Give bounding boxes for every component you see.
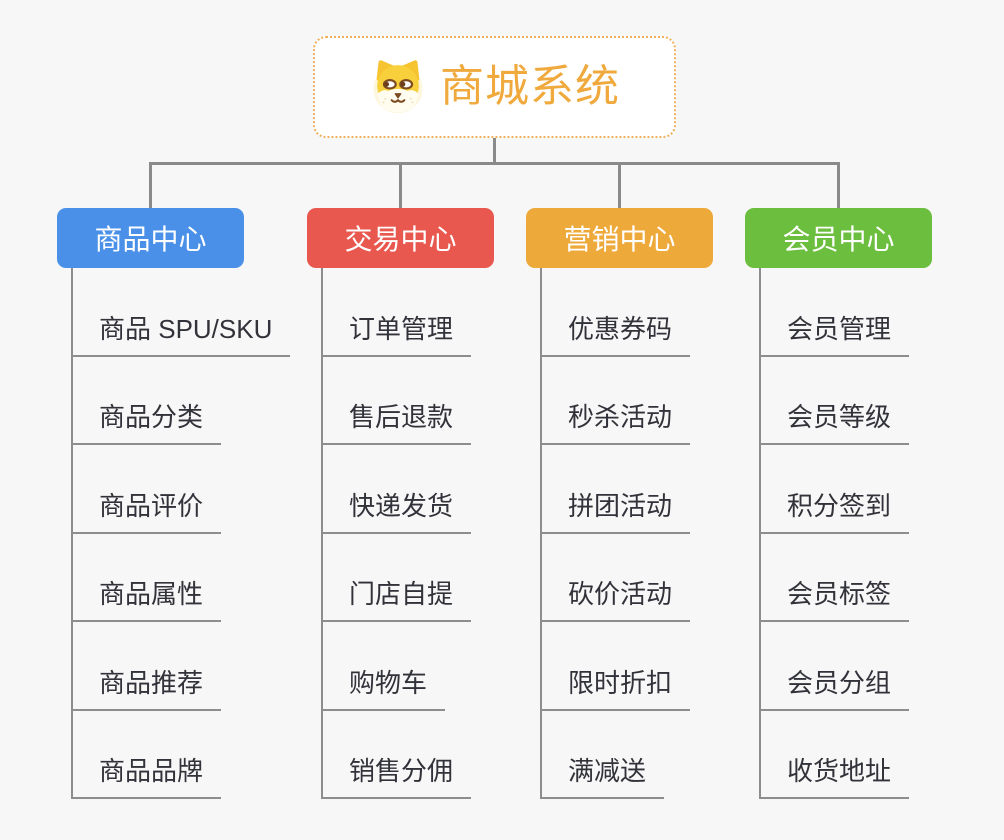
branch-children: 优惠券码 秒杀活动 拼团活动 砍价活动 限时折扣 满减送 [540, 268, 691, 799]
leaf-node[interactable]: 商品评价 [73, 445, 222, 534]
leaf-node[interactable]: 订单管理 [323, 268, 472, 357]
leaf-node[interactable]: 满减送 [542, 711, 665, 799]
leaf-node[interactable]: 购物车 [323, 622, 446, 711]
leaf-node[interactable]: 砍价活动 [542, 534, 691, 622]
connector-drop-trade [399, 163, 402, 208]
leaf-node[interactable]: 商品属性 [73, 534, 222, 622]
root-node[interactable]: 商城系统 [313, 36, 676, 138]
branch-children: 订单管理 售后退款 快递发货 门店自提 购物车 销售分佣 [321, 268, 472, 799]
connector-drop-product [149, 163, 152, 208]
leaf-node[interactable]: 积分签到 [761, 445, 910, 534]
branch-member-center: 会员中心 会员管理 会员等级 积分签到 会员标签 会员分组 收货地址 [745, 208, 975, 799]
leaf-node[interactable]: 秒杀活动 [542, 357, 691, 445]
branch-trade-center: 交易中心 订单管理 售后退款 快递发货 门店自提 购物车 销售分佣 [307, 208, 537, 799]
leaf-node[interactable]: 限时折扣 [542, 622, 691, 711]
leaf-node[interactable]: 门店自提 [323, 534, 472, 622]
branch-product-center: 商品中心 商品 SPU/SKU 商品分类 商品评价 商品属性 商品推荐 商品品牌 [57, 208, 291, 799]
leaf-node[interactable]: 拼团活动 [542, 445, 691, 534]
connector-drop-marketing [618, 163, 621, 208]
branch-box-marketing-center[interactable]: 营销中心 [526, 208, 713, 268]
branch-box-product-center[interactable]: 商品中心 [57, 208, 244, 268]
connector-bus [149, 162, 840, 165]
branch-children: 商品 SPU/SKU 商品分类 商品评价 商品属性 商品推荐 商品品牌 [71, 268, 291, 799]
root-title: 商城系统 [440, 62, 620, 111]
leaf-node[interactable]: 会员分组 [761, 622, 910, 711]
leaf-node[interactable]: 售后退款 [323, 357, 472, 445]
connector-drop-member [837, 163, 840, 208]
connector-root-stub [493, 138, 496, 164]
leaf-node[interactable]: 商品品牌 [73, 711, 222, 799]
leaf-node[interactable]: 快递发货 [323, 445, 472, 534]
branch-marketing-center: 营销中心 优惠券码 秒杀活动 拼团活动 砍价活动 限时折扣 满减送 [526, 208, 756, 799]
branch-children: 会员管理 会员等级 积分签到 会员标签 会员分组 收货地址 [759, 268, 910, 799]
leaf-node[interactable]: 会员等级 [761, 357, 910, 445]
branch-box-trade-center[interactable]: 交易中心 [307, 208, 494, 268]
leaf-node[interactable]: 商品 SPU/SKU [73, 268, 291, 357]
leaf-node[interactable]: 优惠券码 [542, 268, 691, 357]
leaf-node[interactable]: 收货地址 [761, 711, 910, 799]
branch-box-member-center[interactable]: 会员中心 [745, 208, 932, 268]
leaf-node[interactable]: 会员标签 [761, 534, 910, 622]
leaf-node[interactable]: 销售分佣 [323, 711, 472, 799]
leaf-node[interactable]: 会员管理 [761, 268, 910, 357]
leaf-node[interactable]: 商品推荐 [73, 622, 222, 711]
shiba-dog-icon [373, 60, 423, 114]
leaf-node[interactable]: 商品分类 [73, 357, 222, 445]
